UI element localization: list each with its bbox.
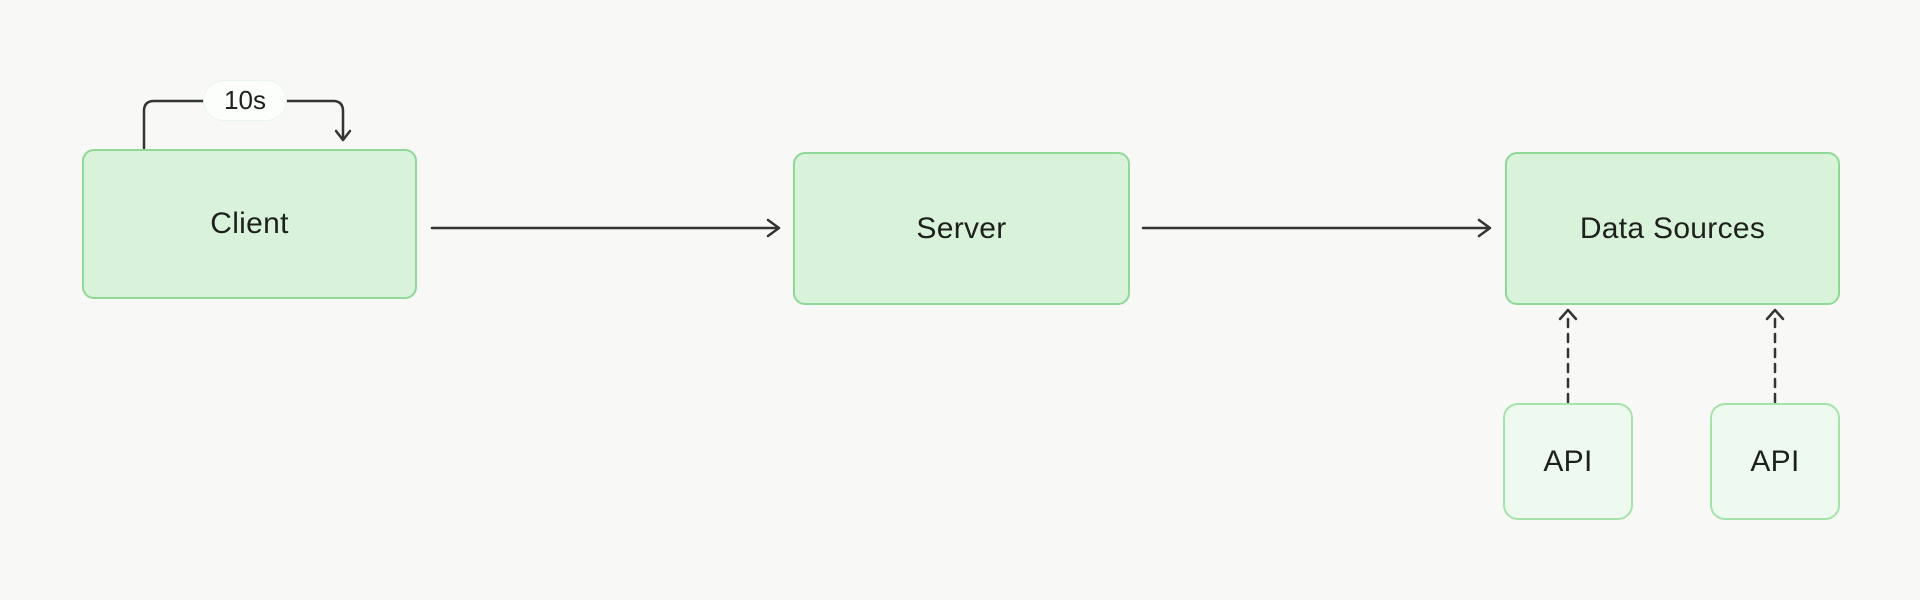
node-data-sources-label: Data Sources [1579,211,1766,245]
node-api-left[interactable]: API [1503,403,1633,520]
edge-client-self-loop-arrowhead [334,129,352,142]
node-client[interactable]: Client [82,149,417,299]
edge-api-right-to-data-sources-arrowhead [1765,308,1785,321]
node-server-label: Server [916,211,1007,245]
node-api-left-label: API [1543,444,1593,478]
self-loop-interval-label: 10s [203,80,287,121]
node-api-right[interactable]: API [1710,403,1840,520]
node-api-right-label: API [1750,444,1800,478]
edge-server-to-data-sources-arrowhead [1477,218,1492,238]
node-data-sources[interactable]: Data Sources [1505,152,1840,305]
node-client-label: Client [210,207,289,240]
node-server[interactable]: Server [793,152,1130,305]
edge-api-left-to-data-sources-arrowhead [1558,308,1578,321]
edge-client-to-server-arrowhead [766,218,781,238]
